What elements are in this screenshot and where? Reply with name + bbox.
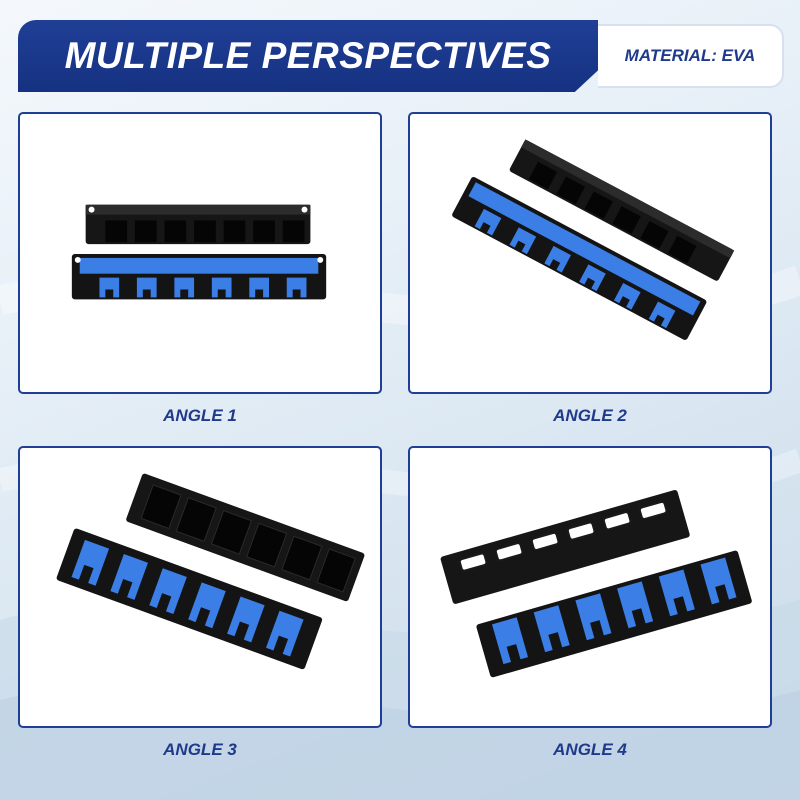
- angle-2-caption: ANGLE 2: [553, 406, 627, 425]
- rod-rack-angle-2-image: [452, 139, 735, 340]
- material-tag: MATERIAL: EVA: [598, 24, 784, 88]
- header-banner: MULTIPLE PERSPECTIVES MATERIAL: EVA: [18, 20, 784, 92]
- angle-2-panel: [408, 112, 772, 394]
- angle-4-panel: [408, 446, 772, 728]
- page-title: MULTIPLE PERSPECTIVES: [64, 35, 552, 76]
- angle-3-caption: ANGLE 3: [163, 740, 237, 759]
- angle-1-panel: [18, 112, 382, 394]
- angle-3-panel: [18, 446, 382, 728]
- angle-1-caption: ANGLE 1: [163, 406, 237, 425]
- angle-4-caption: ANGLE 4: [553, 740, 627, 759]
- rod-rack-angle-1-image: [71, 204, 327, 300]
- material-label: MATERIAL: EVA: [624, 46, 756, 65]
- title-bar: [18, 20, 598, 92]
- rod-rack-angle-4-image: [440, 489, 752, 678]
- rod-rack-angle-3-image: [56, 473, 365, 670]
